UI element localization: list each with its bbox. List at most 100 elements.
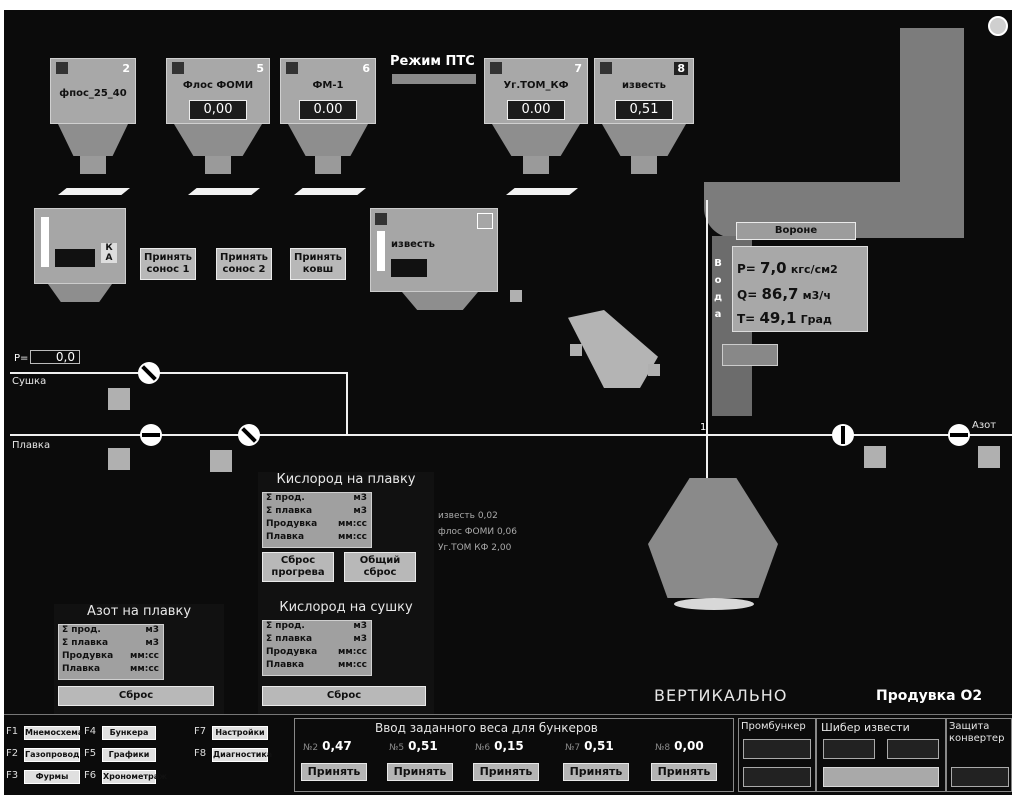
nitrogen-status-icon[interactable]: [864, 446, 886, 468]
total-reset-button[interactable]: Общий сброс: [344, 552, 416, 582]
drying-valve[interactable]: [133, 357, 165, 389]
converter: [648, 478, 778, 598]
f4-hoppers-button[interactable]: Бункера: [102, 726, 156, 740]
accept-weight-6-button[interactable]: Принять: [473, 763, 539, 781]
drying-label: Сушка: [12, 376, 47, 387]
hopper-icon: [600, 62, 612, 74]
accept-ladle-button[interactable]: Принять ковш: [290, 248, 346, 280]
lime-corner-box: [477, 213, 493, 229]
hopper-7[interactable]: 7 Уг.ТОМ_КФ 0.00: [484, 58, 588, 178]
hopper-icon: [172, 62, 184, 74]
level-bar: [377, 231, 385, 271]
lime-weigh-unit[interactable]: известь: [370, 208, 498, 292]
lime-cone: [402, 292, 478, 310]
blow-status: Продувка О2: [876, 688, 983, 704]
table-row: Σ прод.м3: [62, 625, 159, 635]
f2-gas-button[interactable]: Газопроводы: [24, 748, 87, 762]
nitrogen-status-icon-2[interactable]: [978, 446, 1000, 468]
mode-title: Режим ПТС: [390, 54, 475, 69]
hopper-icon: [56, 62, 68, 74]
weigh-display: [55, 249, 95, 267]
accept-weight-7-button[interactable]: Принять: [563, 763, 629, 781]
drying-status-icon[interactable]: [108, 388, 130, 410]
melting-valve-1[interactable]: [140, 424, 162, 446]
water-row: Q= 86,7 м3/ч: [737, 285, 831, 303]
hopper-2[interactable]: 2 фпос_25_40: [50, 58, 136, 178]
melting-status-icon-2[interactable]: [210, 450, 232, 472]
weigh-unit[interactable]: К А: [34, 208, 126, 284]
pressure-label: P=: [14, 353, 29, 364]
prombunker-display-2: [743, 767, 811, 787]
lance: [706, 200, 708, 580]
prombunker-title: Промбункер: [741, 721, 806, 732]
shiber-button[interactable]: [823, 767, 939, 787]
hopper-icon: [286, 62, 298, 74]
protection-display: [951, 767, 1009, 787]
f6-timing-button[interactable]: Хронометраж: [102, 770, 167, 784]
accept-batch-2-button[interactable]: Принять сонос 2: [216, 248, 272, 280]
water-button[interactable]: Вороне: [736, 222, 856, 240]
reset-heating-button[interactable]: Сброс прогрева: [262, 552, 334, 582]
lime-icon: [375, 213, 387, 225]
chute-gate-icon[interactable]: [570, 344, 582, 356]
oxygen-dry-reset-button[interactable]: Сброс: [262, 686, 426, 706]
f3-lances-button[interactable]: Фурмы: [24, 770, 80, 784]
melting-valve-2[interactable]: [233, 419, 265, 451]
hopper-5[interactable]: 5 Флос ФОМИ 0,00: [166, 58, 270, 178]
melting-pipe: [10, 434, 1012, 436]
hopper-8[interactable]: 8 известь 0,51: [594, 58, 694, 178]
f8-diagnostics-button[interactable]: Диагностика: [212, 748, 272, 762]
nitrogen-label: Азот: [972, 420, 997, 431]
feeder-tray: [58, 188, 130, 195]
chute-gate-icon[interactable]: [648, 364, 660, 376]
pressure-value: 0,0: [30, 350, 80, 364]
drying-pipe-down: [346, 372, 348, 436]
lime-display: [391, 259, 427, 277]
feeder-tray: [188, 188, 260, 195]
junction-label: 1: [700, 422, 707, 433]
melting-status-icon[interactable]: [108, 448, 130, 470]
water-row: T= 49,1 Град: [737, 309, 832, 327]
weights-title: Ввод заданного веса для бункеров: [375, 721, 598, 735]
nitrogen-valve-2[interactable]: [948, 424, 970, 446]
mode-indicator[interactable]: [392, 74, 476, 84]
f7-settings-button[interactable]: Настройки: [212, 726, 268, 740]
accept-weight-2-button[interactable]: Принять: [301, 763, 367, 781]
accept-batch-1-button[interactable]: Принять сонос 1: [140, 248, 196, 280]
nitrogen-reset-button[interactable]: Сброс: [58, 686, 214, 706]
lime-gate-icon[interactable]: [510, 290, 522, 302]
scada-screen: Режим ПТС 2 фпос_25_40 5 Флос ФОМИ 0,00 …: [4, 10, 1012, 795]
hopper-value: 0.00: [299, 100, 357, 120]
hopper-6[interactable]: 6 ФМ-1 0.00: [280, 58, 376, 178]
drying-pipe: [10, 372, 348, 374]
power-icon[interactable]: [988, 16, 1008, 36]
protection-section: Защита конвертер: [946, 718, 1012, 792]
nitrogen-valve-1[interactable]: [832, 424, 854, 446]
prombunker-display: [743, 739, 811, 759]
accept-weight-8-button[interactable]: Принять: [651, 763, 717, 781]
converter-base: [674, 598, 754, 610]
f1-mnemo-button[interactable]: Мнемосхема: [24, 726, 83, 740]
shiber-display-1: [823, 739, 875, 759]
water-small-box: [722, 344, 778, 366]
f5-charts-button[interactable]: Графики: [102, 748, 156, 762]
additions-list: известь 0,02 флос ФОМИ 0,06 Уг.ТОМ КФ 2,…: [438, 511, 517, 553]
accept-weight-5-button[interactable]: Принять: [387, 763, 453, 781]
weigh-label: К А: [101, 243, 117, 263]
feeder-tray: [506, 188, 578, 195]
hopper-value: 0.00: [507, 100, 565, 120]
